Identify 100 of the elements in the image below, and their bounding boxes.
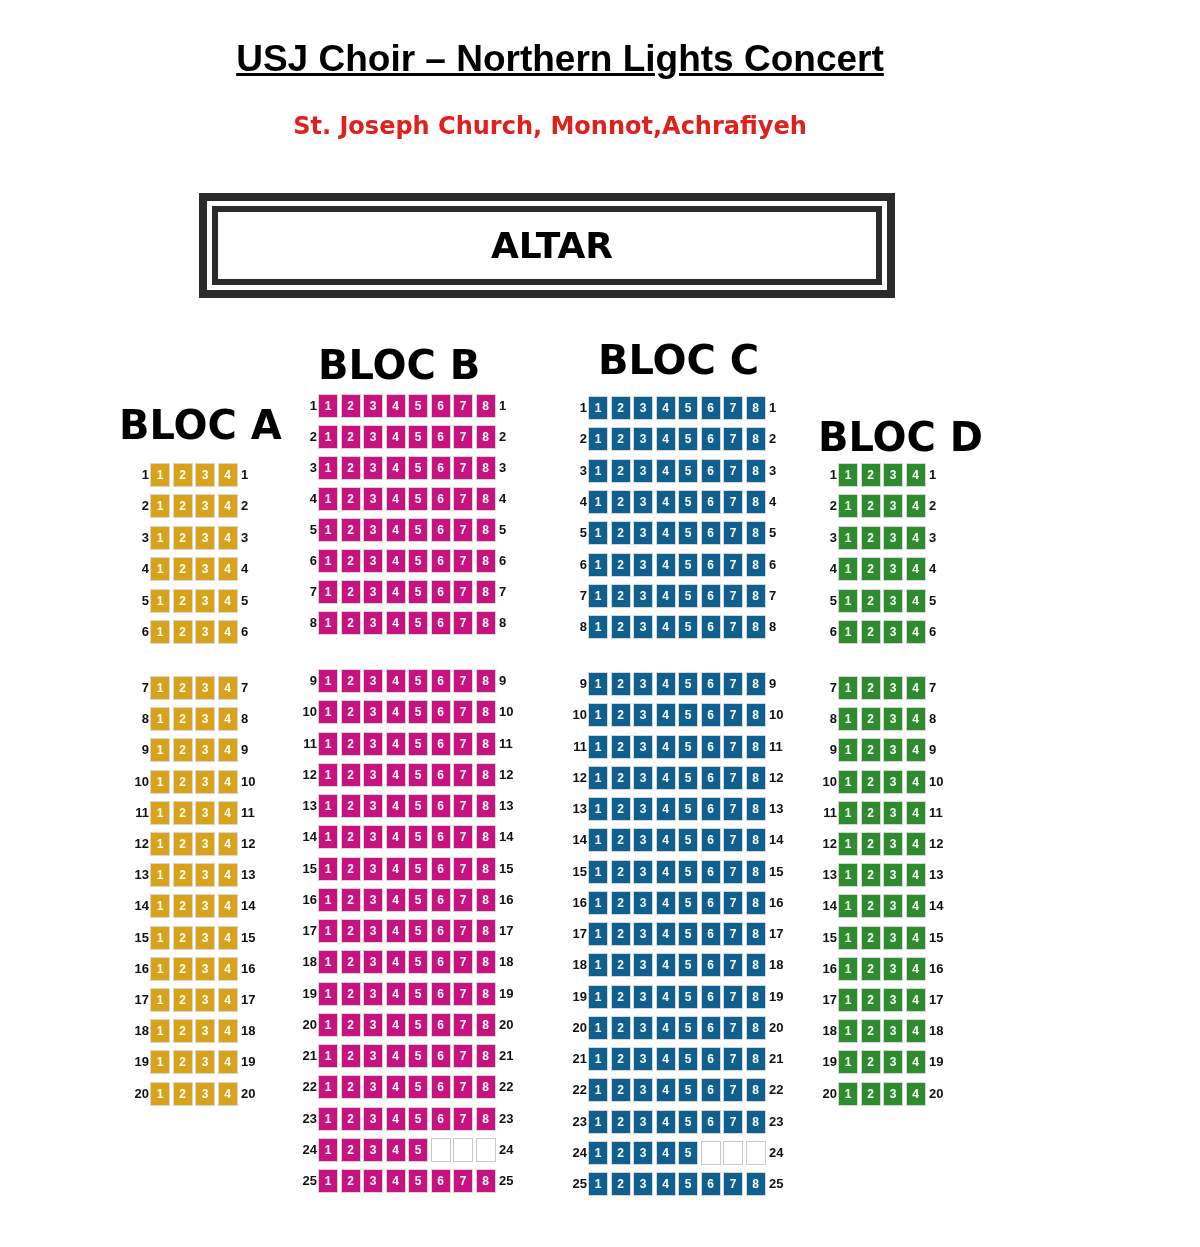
seat: 5 (408, 919, 428, 943)
seat: 6 (700, 1172, 721, 1196)
seat: 4 (217, 707, 238, 732)
seat: 2 (610, 1140, 631, 1165)
seat: 5 (408, 1169, 428, 1193)
row-number: 9 (499, 672, 507, 690)
seat: 4 (385, 518, 406, 542)
row-number: 19 (929, 1053, 944, 1072)
seat: 4 (217, 925, 238, 950)
seat: 1 (150, 988, 170, 1012)
seat: 2 (610, 797, 631, 821)
row-number: 13 (822, 866, 837, 885)
seat: 4 (385, 425, 406, 449)
row-number: 5 (579, 524, 587, 543)
seat: 7 (723, 583, 743, 608)
seat: 2 (860, 800, 881, 825)
seat: 5 (678, 765, 698, 790)
seat: 1 (838, 1081, 858, 1106)
seat: 7 (723, 1015, 743, 1040)
row-number: 6 (929, 623, 937, 641)
empty-seat (700, 1140, 721, 1165)
row-number: 19 (134, 1053, 149, 1072)
seat: 3 (363, 731, 383, 756)
seat: 7 (723, 396, 743, 420)
seat: 3 (633, 521, 653, 546)
seat: 3 (883, 832, 903, 856)
seat: 3 (363, 919, 383, 943)
seat: 4 (905, 800, 926, 825)
row-number: 24 (572, 1143, 587, 1162)
row-number: 18 (769, 956, 784, 975)
seat: 6 (430, 456, 451, 480)
seat: 3 (363, 611, 383, 635)
seat: 8 (475, 825, 496, 850)
seat: 4 (655, 458, 676, 483)
seat: 3 (363, 1169, 383, 1193)
seat: 4 (655, 521, 676, 546)
seat: 7 (723, 890, 743, 915)
seat: 7 (723, 828, 743, 853)
seat: 6 (430, 825, 451, 850)
seat: 4 (905, 832, 926, 856)
seat: 1 (318, 981, 338, 1006)
row-number: 9 (141, 741, 149, 760)
row-number: 11 (241, 803, 255, 822)
seat: 4 (655, 552, 676, 577)
seat: 7 (453, 669, 473, 693)
seat: 4 (217, 494, 238, 519)
seat: 4 (655, 859, 676, 884)
seat: 6 (700, 922, 721, 946)
seat: 8 (745, 859, 766, 884)
seat: 2 (860, 956, 881, 981)
seat: 8 (745, 797, 766, 821)
seat: 5 (678, 552, 698, 577)
seat: 4 (655, 703, 676, 728)
seat: 2 (172, 707, 193, 732)
seat: 4 (655, 583, 676, 608)
row-number: 8 (241, 710, 249, 729)
seat: 3 (195, 494, 215, 519)
seat: 4 (217, 588, 238, 613)
seat: 8 (745, 890, 766, 915)
seat: 6 (430, 981, 451, 1006)
block-heading: BLOC D (818, 417, 984, 457)
row-number: 18 (929, 1022, 944, 1041)
seat: 5 (678, 1078, 698, 1103)
seat: 6 (700, 615, 721, 640)
row-number: 12 (929, 835, 944, 853)
row-number: 21 (769, 1050, 784, 1068)
seat: 3 (633, 765, 653, 790)
seat: 2 (860, 769, 881, 794)
seat: 4 (385, 1044, 406, 1068)
seat: 1 (150, 894, 170, 919)
seat: 1 (318, 1137, 338, 1162)
seat: 7 (453, 919, 473, 943)
seat: 2 (172, 1081, 193, 1106)
seat: 1 (588, 396, 608, 420)
seat: 7 (453, 981, 473, 1006)
seat: 5 (678, 489, 698, 514)
seat: 1 (838, 863, 858, 888)
row-number: 15 (822, 928, 837, 947)
row-number: 5 (499, 521, 507, 539)
seat: 7 (453, 950, 473, 975)
seat: 1 (318, 425, 338, 449)
seat: 1 (150, 832, 170, 856)
row-number: 4 (769, 492, 777, 511)
seat: 6 (700, 984, 721, 1009)
seat: 4 (217, 676, 238, 700)
seat: 4 (217, 525, 238, 550)
seat: 1 (318, 1044, 338, 1068)
seat: 1 (318, 919, 338, 943)
seat: 8 (745, 489, 766, 514)
row-number: 1 (769, 399, 777, 417)
seat: 1 (838, 707, 858, 732)
row-number: 1 (309, 397, 317, 415)
seat: 2 (340, 887, 361, 912)
seat: 7 (723, 552, 743, 577)
seat: 4 (385, 762, 406, 787)
seat: 4 (655, 890, 676, 915)
row-number: 4 (241, 560, 249, 579)
seat: 3 (195, 925, 215, 950)
row-number: 10 (929, 772, 944, 791)
seat: 2 (610, 1109, 631, 1134)
